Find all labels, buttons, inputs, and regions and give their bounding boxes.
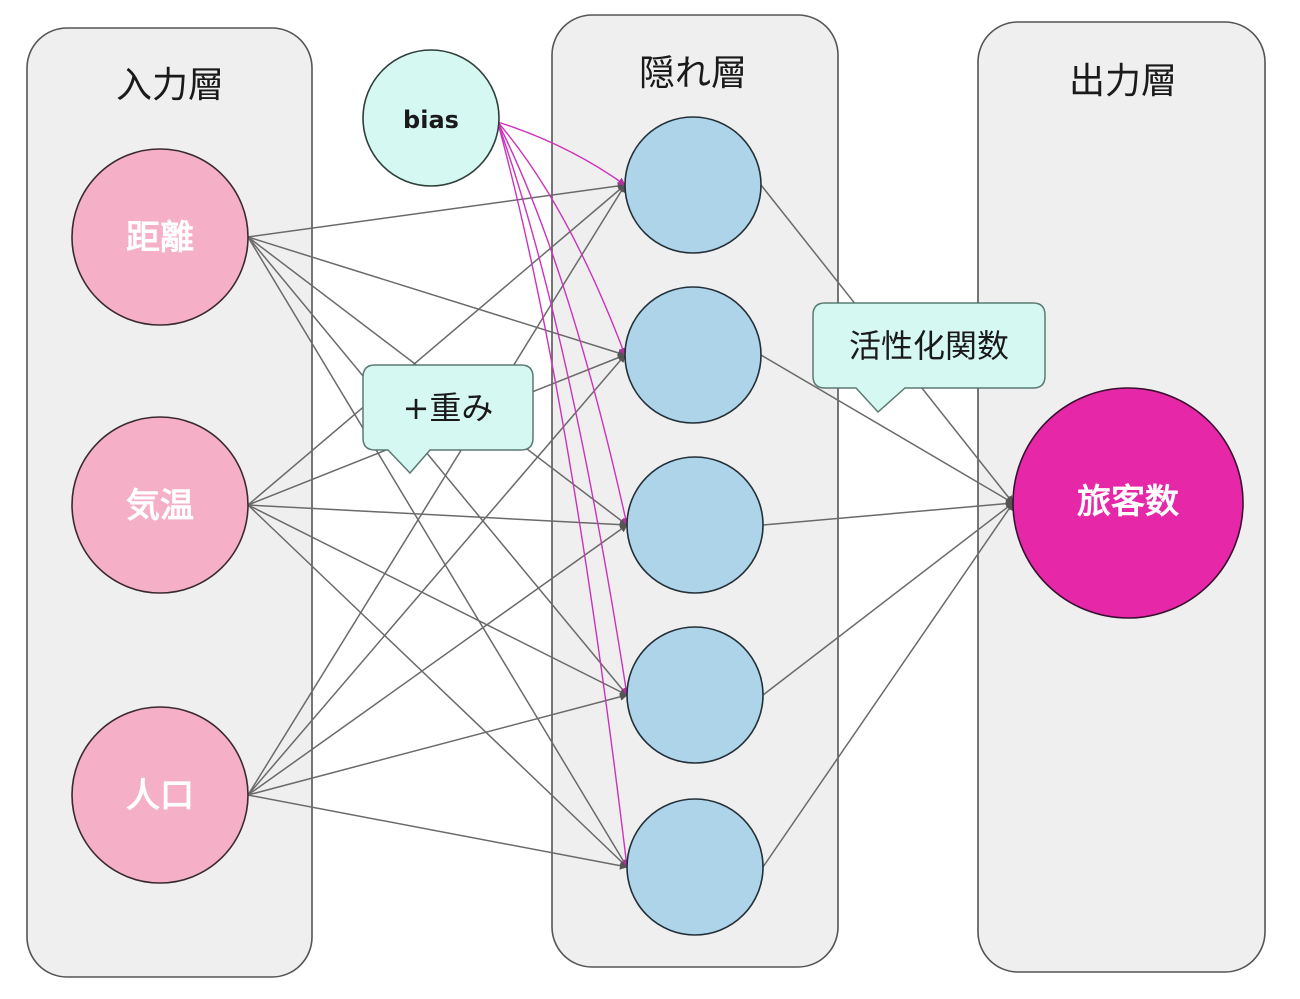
output-layer-title: 出力層 xyxy=(1069,61,1177,102)
weight-edge xyxy=(247,504,628,868)
bias-edge xyxy=(496,121,631,868)
bias-edge xyxy=(497,121,626,186)
output-edge xyxy=(760,354,1014,504)
weight-edge xyxy=(247,524,628,796)
bias-edge xyxy=(497,121,627,356)
weight-edge xyxy=(247,504,628,529)
bias-node: bias xyxy=(362,49,500,187)
weight-edge xyxy=(247,184,626,796)
hidden-node xyxy=(624,116,762,254)
bias-edges xyxy=(496,121,631,868)
weight-edge xyxy=(247,236,626,357)
input-hidden-edges xyxy=(247,181,628,870)
input-node-label: 人口 xyxy=(126,776,194,816)
input-node-distance: 距離 xyxy=(71,148,249,326)
weight-edge xyxy=(247,692,628,796)
weights-callout-text: +重み xyxy=(403,389,494,427)
hidden-node xyxy=(626,626,764,764)
bias-edge xyxy=(497,121,630,526)
weight-edge xyxy=(247,181,626,238)
input-node-population: 人口 xyxy=(71,706,249,884)
input-node-temperature: 気温 xyxy=(71,416,249,594)
output-node-label: 旅客数 xyxy=(1077,482,1179,522)
input-layer-title: 入力層 xyxy=(116,65,224,106)
activation-callout-text: 活性化関数 xyxy=(849,327,1009,365)
bias-edge xyxy=(496,121,630,696)
output-edge xyxy=(762,499,1014,526)
weight-edge xyxy=(247,236,628,696)
hidden-nodes xyxy=(624,116,764,936)
output-edge xyxy=(762,502,1014,696)
hidden-node xyxy=(624,286,762,424)
weight-edge xyxy=(247,184,626,506)
bias-label: bias xyxy=(403,106,459,134)
hidden-node xyxy=(626,798,764,936)
output-node-passengers: 旅客数 xyxy=(1012,387,1244,619)
activation-callout: 活性化関数 xyxy=(812,302,1046,414)
weights-callout: +重み xyxy=(362,364,534,475)
weight-edge xyxy=(247,236,628,868)
hidden-node xyxy=(626,456,764,594)
output-edge xyxy=(762,502,1014,868)
input-node-label: 距離 xyxy=(126,218,194,258)
weight-edge xyxy=(247,794,628,870)
weight-edge xyxy=(247,354,626,796)
input-node-label: 気温 xyxy=(126,486,194,526)
hidden-layer-title: 隠れ層 xyxy=(639,53,747,94)
weight-edge xyxy=(247,504,628,696)
